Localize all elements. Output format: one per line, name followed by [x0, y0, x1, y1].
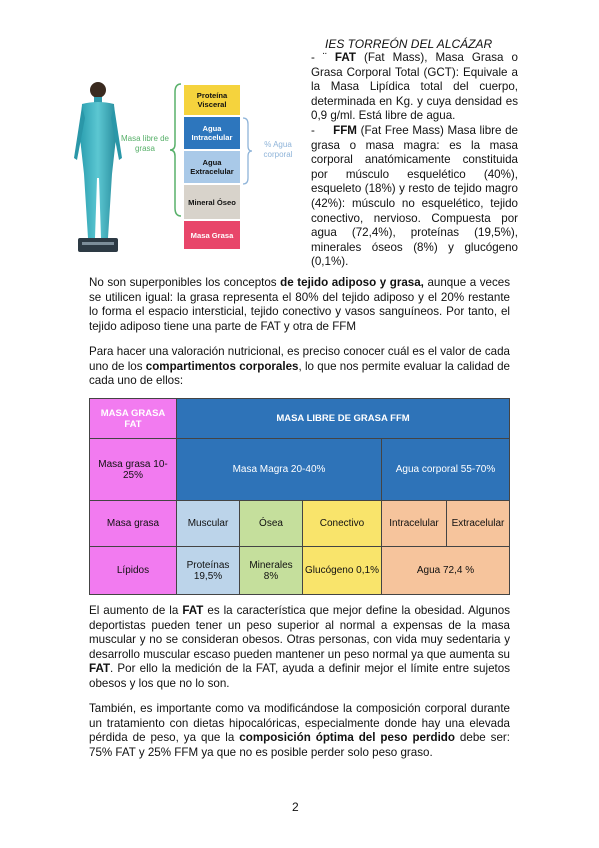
row3-water: Agua 72,4 %: [381, 546, 510, 595]
paragraph-obesity: El aumento de la FAT es la característic…: [89, 604, 511, 690]
stack-protein-visceral: Proteína Visceral: [183, 84, 241, 116]
stack-intracellular-water: Agua Intracelular: [183, 116, 241, 150]
row3-minerals: Minerales 8%: [239, 546, 303, 595]
row1-body-water: Agua corporal 55-70%: [381, 438, 510, 501]
row2-intracellular: Intracelular: [381, 500, 447, 547]
stack-bone-mineral: Mineral Óseo: [183, 184, 241, 220]
body-composition-figure: Masa libre de grasa Proteína Visceral Ag…: [68, 78, 308, 258]
paragraph-adipose: No son superponibles los conceptos de te…: [89, 276, 510, 333]
row2-extracellular: Extracelular: [446, 500, 510, 547]
row1-lean-mass: Masa Magra 20-40%: [176, 438, 382, 501]
left-bracket-icon: [169, 83, 182, 217]
header-ffm: MASA LIBRE DE GRASA FFM: [176, 398, 510, 439]
ffm-definition: - FFM (Fat Free Mass) Masa libre de gras…: [311, 124, 519, 269]
fat-definition: - ¨ FAT (Fat Mass), Masa Grasa o Grasa C…: [311, 51, 518, 123]
row2-osea: Ósea: [239, 500, 303, 547]
row3-lipids: Lípidos: [89, 546, 177, 595]
row3-glycogen: Glucógeno 0,1%: [302, 546, 382, 595]
row2-conectivo: Conectivo: [302, 500, 382, 547]
paragraph-compartments: Para hacer una valoración nutricional, e…: [89, 345, 510, 388]
paragraph-weight-loss: También, es importante como va modificán…: [89, 702, 511, 759]
row2-muscular: Muscular: [176, 500, 240, 547]
human-figure-icon: [74, 82, 122, 252]
body-water-label: % Agua corporal: [263, 140, 293, 159]
right-bracket-icon: [242, 117, 253, 185]
composition-stack: Proteína Visceral Agua Intracelular Agua…: [183, 84, 241, 250]
fat-free-mass-label: Masa libre de grasa: [120, 134, 170, 153]
stack-extracellular-water: Agua Extracelular: [183, 150, 241, 184]
header-fat: MASA GRASA FAT: [89, 398, 177, 439]
row1-fat: Masa grasa 10-25%: [89, 438, 177, 501]
row2-fat: Masa grasa: [89, 500, 177, 547]
stack-fat-mass: Masa Grasa: [183, 220, 241, 250]
page-number: 2: [292, 800, 299, 814]
composition-table: MASA GRASA FAT MASA LIBRE DE GRASA FFM M…: [89, 398, 510, 595]
row3-proteins: Proteínas 19,5%: [176, 546, 240, 595]
school-header: IES TORREÓN DEL ALCÁZAR: [325, 37, 493, 51]
